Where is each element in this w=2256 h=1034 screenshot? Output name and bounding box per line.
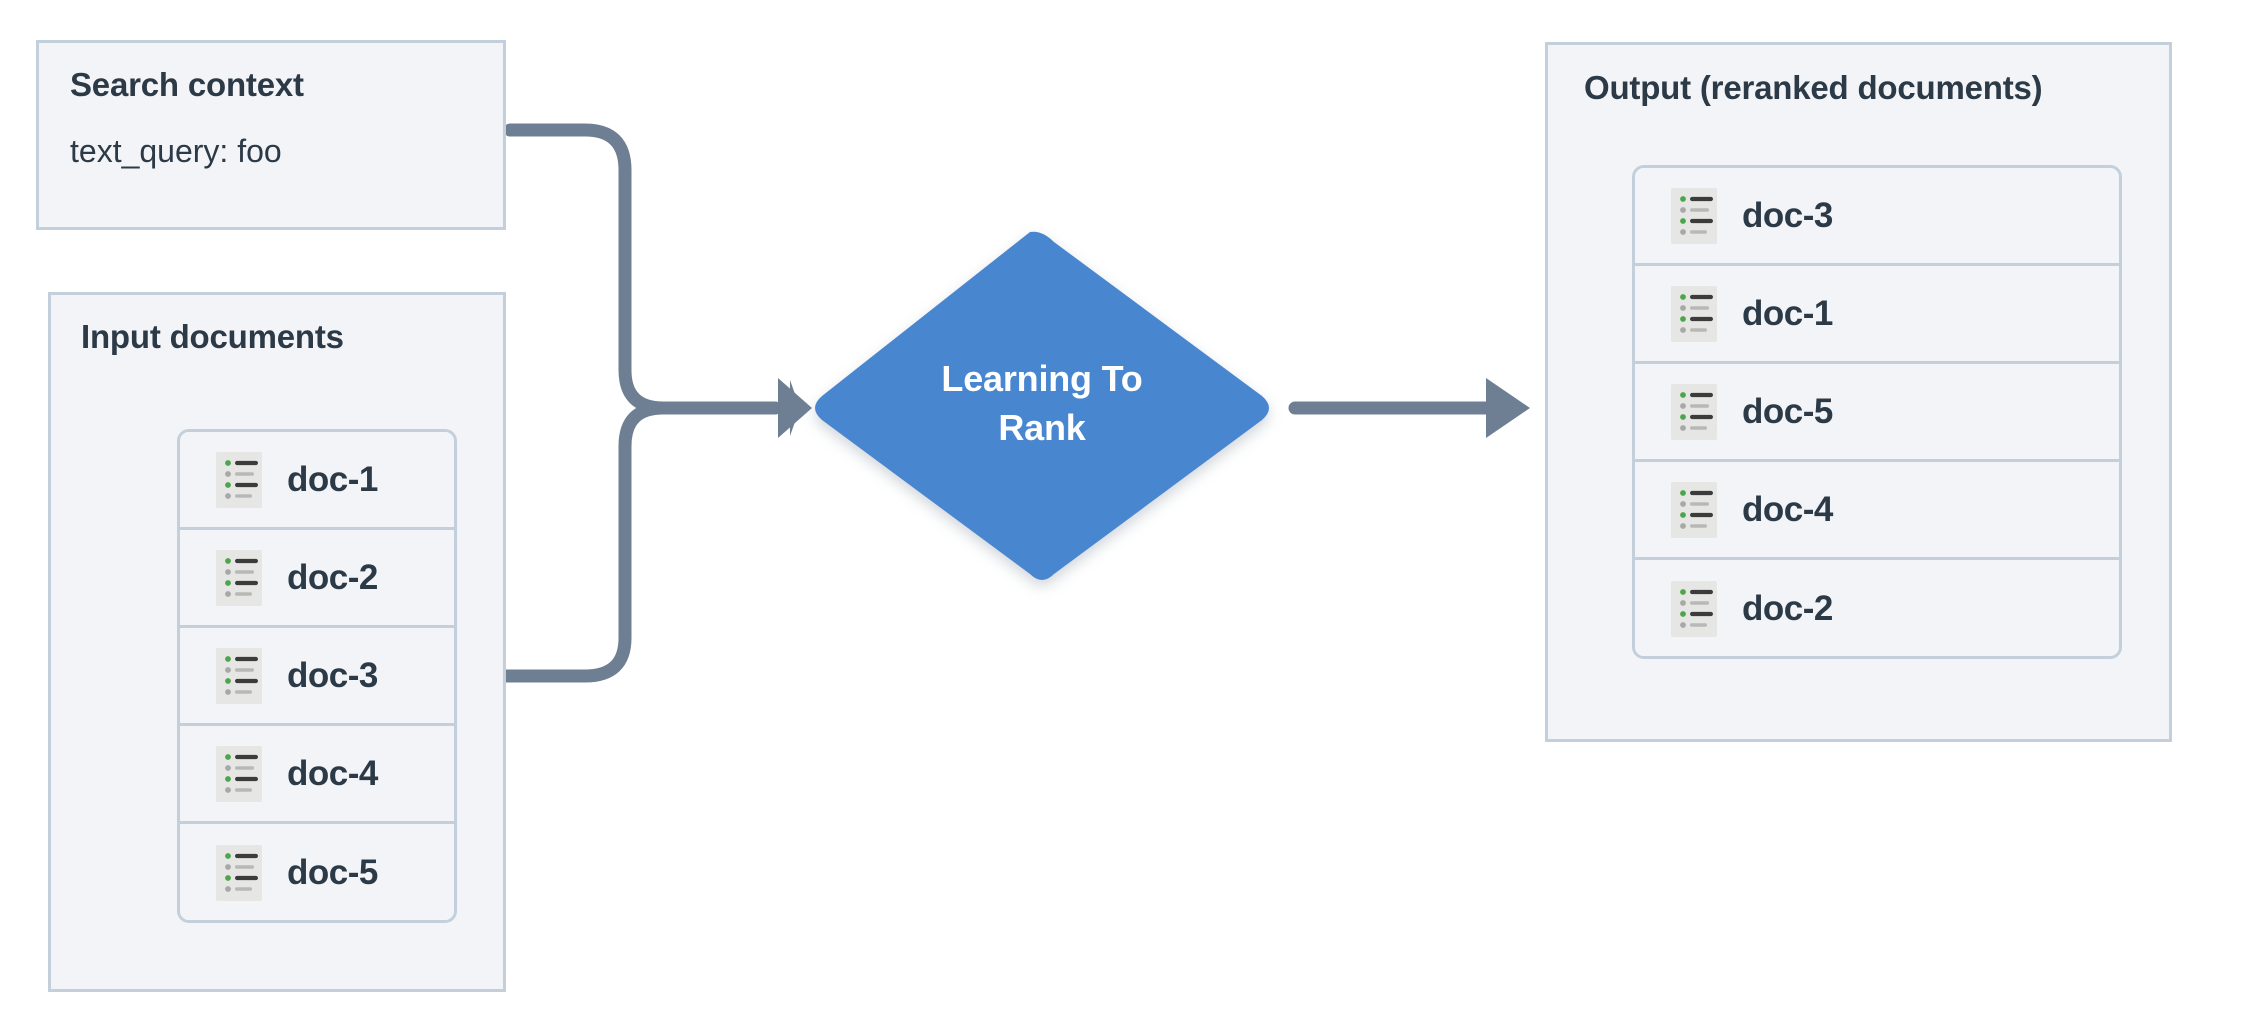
document-row-label: doc-1 [287,459,378,499]
document-row-label: doc-3 [287,655,378,695]
document-row[interactable]: doc-5 [1635,364,2119,462]
document-row-label: doc-3 [1742,195,1833,235]
document-row-label: doc-4 [287,753,378,793]
connector-search-context-to-ltr [503,123,782,415]
process-node-label-line2: Rank [998,407,1086,448]
document-list-icon [1671,383,1717,440]
document-row-label: doc-5 [1742,391,1833,431]
document-list-icon [1671,285,1717,342]
document-list-icon [1671,581,1717,637]
document-list-icon [1671,481,1717,538]
search-context-panel: Search context text_query: foo [36,40,506,230]
document-row-label: doc-4 [1742,489,1833,529]
connector-inbound-arrowhead-fill [778,378,812,438]
process-node-label-line1: Learning To [941,358,1143,400]
process-node-label: Learning To Rank [808,226,1276,582]
process-node-learning-to-rank[interactable]: Learning To Rank [808,226,1276,582]
document-row[interactable]: doc-5 [180,824,454,920]
search-context-query-text: text_query: foo [70,133,282,169]
output-documents-title: Output (reranked documents) [1584,69,2043,106]
document-list-icon [1671,187,1717,244]
document-row[interactable]: doc-3 [1635,168,2119,266]
document-row[interactable]: doc-2 [1635,560,2119,656]
document-list-icon [216,845,262,901]
document-row[interactable]: doc-1 [180,432,454,530]
search-context-title: Search context [70,66,304,103]
connector-inbound-arrowhead [790,380,800,436]
input-documents-title: Input documents [81,318,344,355]
output-documents-list: doc-3 doc-1 doc-5 doc-4 doc-2 [1632,165,2122,659]
document-row[interactable]: doc-2 [180,530,454,628]
document-row[interactable]: doc-3 [180,628,454,726]
document-row[interactable]: doc-1 [1635,266,2119,364]
document-row[interactable]: doc-4 [180,726,454,824]
document-list-icon [216,647,262,704]
document-row-label: doc-2 [1742,589,1833,628]
connector-input-documents-to-ltr [499,401,782,683]
document-list-icon [216,745,262,802]
document-row-label: doc-2 [287,557,378,597]
document-row[interactable]: doc-4 [1635,462,2119,560]
document-list-icon [216,451,262,508]
document-row-label: doc-1 [1742,293,1833,333]
connector-ltr-to-output-arrowhead [1486,378,1530,438]
document-list-icon [216,549,262,606]
input-documents-list: doc-1 doc-2 doc-3 doc-4 doc-5 [177,429,457,923]
document-row-label: doc-5 [287,853,378,892]
